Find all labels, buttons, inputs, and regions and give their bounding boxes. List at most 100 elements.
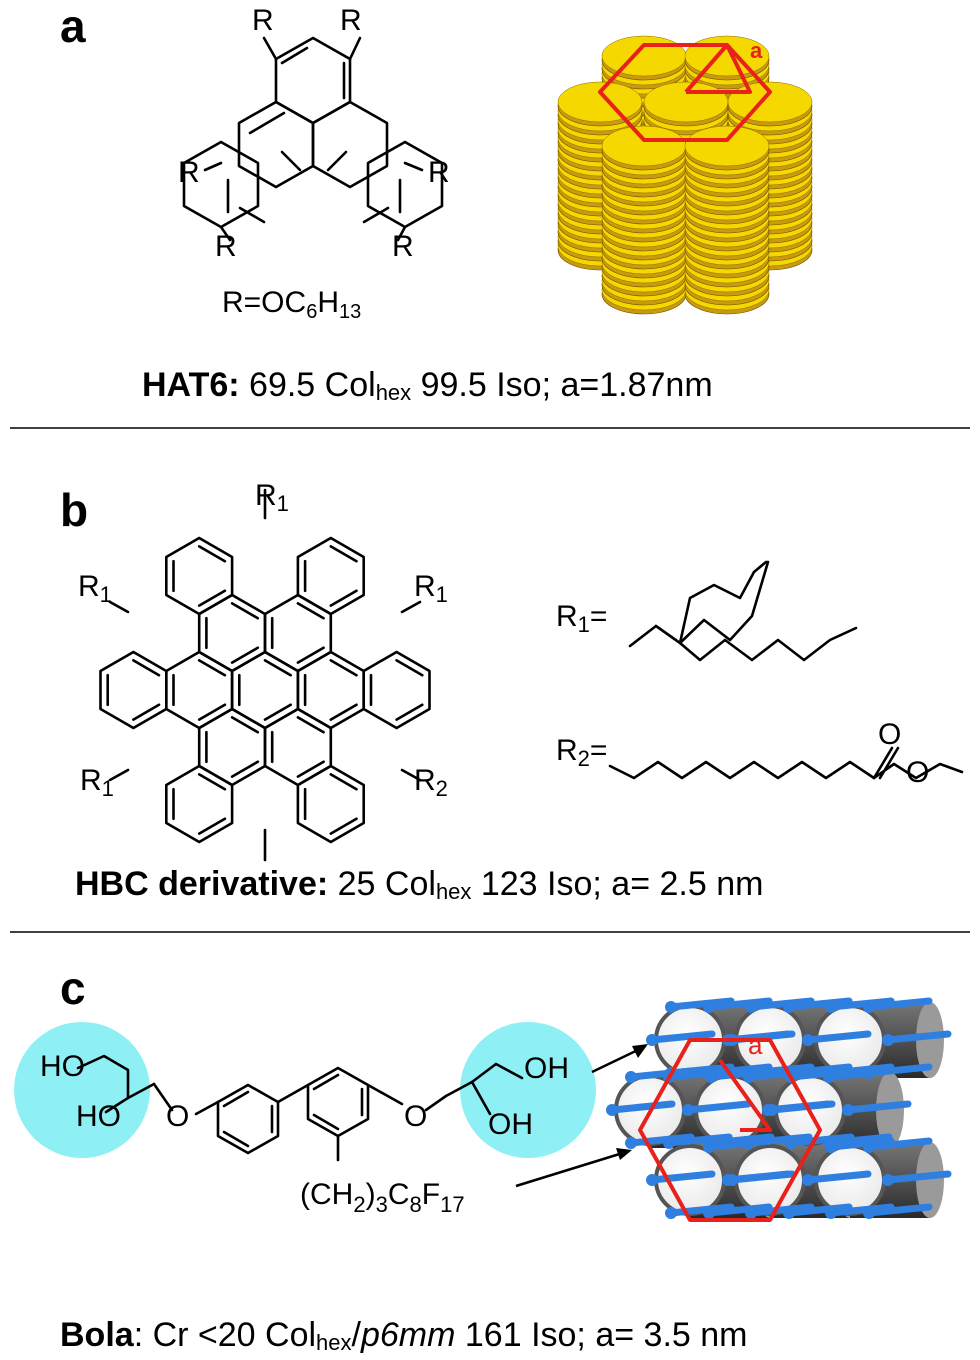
hbc-substituent-bond <box>108 768 130 782</box>
rod-end <box>625 1137 637 1149</box>
rod-end <box>783 1001 795 1013</box>
r-label-mid-right: R <box>428 156 450 189</box>
hbc-double-bond <box>296 760 325 778</box>
mesogen-rod <box>825 1067 893 1081</box>
mesogen-rod <box>787 1067 855 1081</box>
hbc-double-bond <box>197 659 227 677</box>
rod-end <box>703 1141 715 1153</box>
hbc-double-bond <box>197 589 227 607</box>
carbonyl-bond <box>872 746 894 780</box>
hbc-double-bond <box>329 659 358 677</box>
hbc-substituent-bond <box>400 768 422 782</box>
mesogen-rod <box>884 1170 952 1184</box>
hbc-double-bond <box>329 817 358 835</box>
carbonyl-bond-double <box>878 746 900 780</box>
r2-definition: R2= <box>556 734 607 771</box>
mesogen-rod <box>785 997 853 1011</box>
mesogen-rod <box>728 1170 796 1184</box>
hbc-double-bond <box>197 545 227 563</box>
r1-definition: R1= <box>556 600 607 637</box>
mesogen-rod <box>745 1067 813 1081</box>
hbc-double-bond <box>263 659 293 677</box>
hbc-ring <box>197 707 267 787</box>
lattice-label-a: a <box>750 38 763 63</box>
rod-end <box>882 1034 894 1046</box>
r1-label-right: R1 <box>414 570 448 607</box>
mesogen-rod <box>608 1100 676 1114</box>
hbc-double-bond <box>197 703 227 721</box>
hbc-double-bond <box>230 646 260 664</box>
caption-hbc: HBC derivative: 25 Colhex 123 Iso; a= 2.… <box>75 865 763 904</box>
hbc-double-bond <box>230 716 260 734</box>
hbc-ring <box>296 650 366 730</box>
lattice-label-a-c: a <box>748 1030 763 1060</box>
mesogen-rod <box>648 1030 716 1044</box>
r-label-top-left: R <box>252 4 274 37</box>
hbc-ring <box>99 650 168 730</box>
hat6-structure <box>182 36 444 242</box>
honeycomb-lattice-model <box>606 997 952 1219</box>
rod-end <box>665 1001 677 1013</box>
arrow-to-column <box>515 1150 627 1188</box>
hydrophilic-head-right <box>460 1022 596 1158</box>
rod-end <box>743 1071 755 1083</box>
hydrophilic-head-left <box>14 1022 150 1158</box>
mesogen-rod <box>865 997 933 1011</box>
r-label-top-right: R <box>340 4 362 37</box>
mesogen-rod <box>667 1203 735 1217</box>
hbc-double-bond <box>296 646 325 664</box>
rod-end <box>682 1104 694 1116</box>
hbc-double-bond <box>329 703 358 721</box>
rod-end <box>785 1137 797 1149</box>
r2-label-bottom-right: R2 <box>414 764 448 801</box>
rod-end <box>802 1034 814 1046</box>
rod-end <box>703 1001 715 1013</box>
hbc-double-bond <box>329 773 358 791</box>
hbc-double-bond <box>329 589 358 607</box>
arrow-head-column <box>616 1148 632 1160</box>
hbc-substituent-bond <box>108 600 130 614</box>
hbc-double-bond <box>132 659 161 677</box>
disc-column <box>684 125 770 315</box>
hbc-double-bond <box>296 602 325 620</box>
mesogen-rod <box>705 997 773 1011</box>
hbc-double-bond <box>395 703 424 721</box>
rod-end <box>745 1207 757 1219</box>
mesogen-rod <box>844 1100 912 1114</box>
mesogen-rod <box>827 1203 895 1217</box>
oh-label-top: OH <box>524 1052 569 1085</box>
ho-label-top: HO <box>40 1050 85 1083</box>
mesogen-rod <box>667 997 735 1011</box>
caption-bola: Bola: Cr <20 Colhex/p6mm 161 Iso; a= 3.5… <box>60 1316 747 1355</box>
ho-label-bottom: HO <box>76 1100 121 1133</box>
rod-end <box>726 1174 738 1186</box>
hbc-double-bond <box>263 703 293 721</box>
mesogen-rod <box>768 1100 836 1114</box>
bola-structure <box>76 1054 524 1162</box>
mesogen-rod <box>865 1203 933 1217</box>
hbc-double-bond <box>296 716 325 734</box>
mesogen-rod <box>627 1133 695 1147</box>
arrow-head-rod <box>632 1044 648 1058</box>
carbonyl-o-label: O <box>878 718 901 751</box>
mesogen-rod <box>747 997 815 1011</box>
mesogen-rod <box>787 1133 855 1147</box>
mesogen-rod <box>648 1170 716 1184</box>
oh-label-bottom: OH <box>488 1108 533 1141</box>
hbc-double-bond <box>197 773 227 791</box>
mesogen-rod <box>707 1067 775 1081</box>
hbc-ring <box>197 593 267 673</box>
rod-end <box>625 1071 637 1083</box>
mesogen-rod <box>865 1137 933 1151</box>
mesogen-rod <box>627 1067 695 1081</box>
hbc-ring <box>263 593 333 673</box>
rod-end <box>646 1174 658 1186</box>
rod-end <box>646 1034 658 1046</box>
panel-letter-b: b <box>60 484 88 536</box>
rod-end <box>882 1174 894 1186</box>
r1-label-left: R1 <box>78 570 112 607</box>
mesogen-rod <box>665 1133 733 1147</box>
rod-end <box>825 1207 837 1219</box>
lattice-triangle-c <box>718 1058 772 1132</box>
